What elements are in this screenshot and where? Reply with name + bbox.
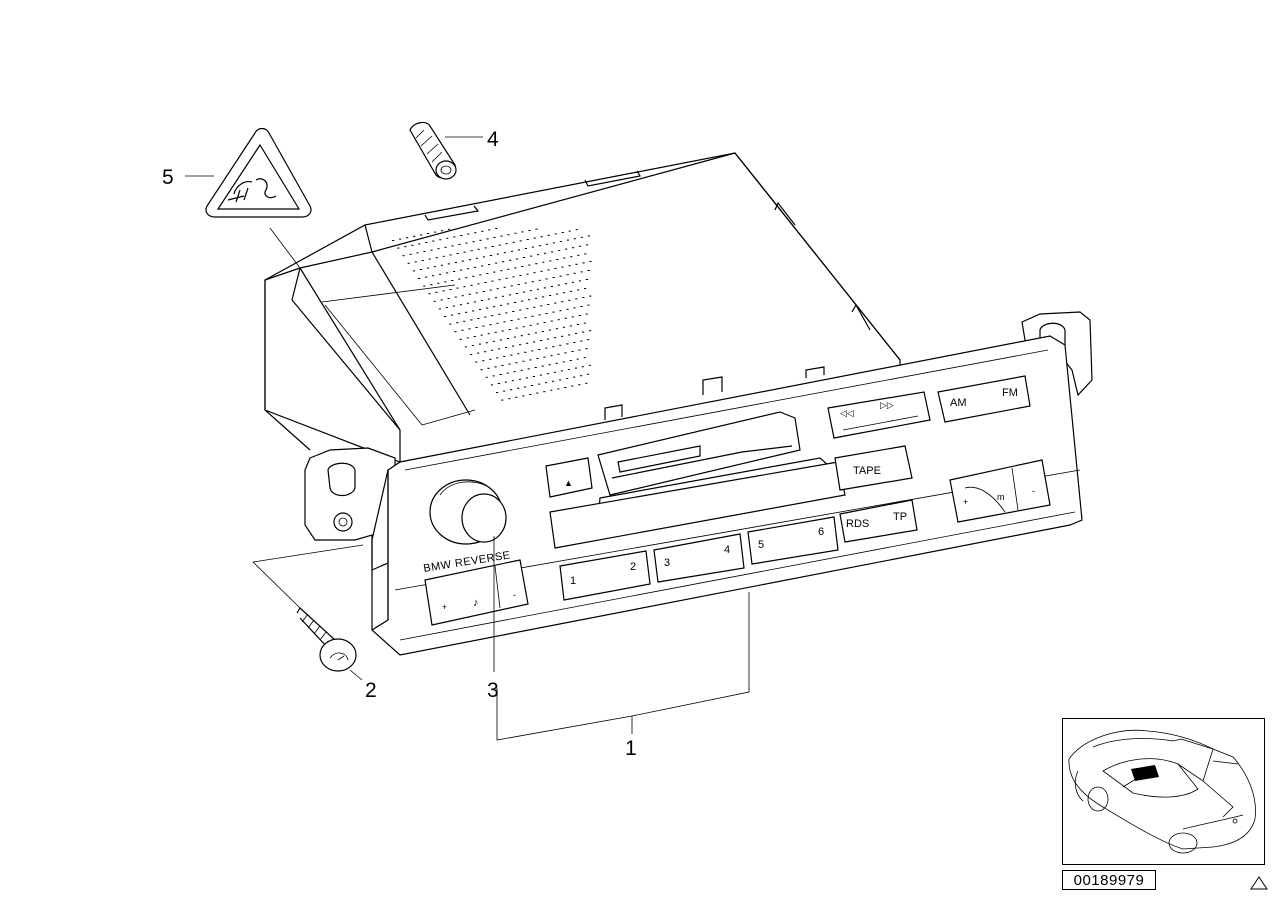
leader-lines: [185, 136, 750, 741]
rocker-plus-label: +: [963, 497, 968, 507]
preset-1-label: 1: [570, 575, 576, 587]
warning-label-part: [205, 127, 312, 218]
seek-buttons[interactable]: ◁◁ ▷▷: [827, 391, 931, 439]
fm-label: FM: [1002, 387, 1018, 399]
preset-button-5-6[interactable]: 5 6: [747, 516, 839, 565]
am-fm-button[interactable]: AM FM: [937, 375, 1031, 423]
tp-label: TP: [893, 511, 907, 523]
right-rocker-button[interactable]: + m -: [949, 459, 1051, 523]
volume-rocker-button[interactable]: + ♪ -: [424, 559, 529, 626]
plug-icon: [227, 178, 277, 203]
callout-3: 3: [487, 679, 499, 702]
callout-5: 5: [162, 166, 174, 189]
warning-triangle-icon: [1250, 876, 1268, 890]
callout-1: 1: [625, 737, 637, 760]
preset-2-label: 2: [630, 561, 636, 573]
preset-button-3-4[interactable]: 3 4: [653, 533, 745, 583]
volume-minus-label: -: [513, 590, 516, 600]
preset-3-label: 3: [664, 557, 670, 569]
preset-6-label: 6: [818, 526, 824, 538]
screw-part: [296, 607, 357, 672]
radio-housing: [264, 152, 901, 463]
tape-label: TAPE: [853, 465, 881, 477]
rocker-minus-label: -: [1032, 486, 1035, 496]
volume-plus-label: +: [442, 602, 447, 612]
rds-tp-button[interactable]: RDS TP: [839, 499, 918, 543]
diagram-number: 00189979: [1062, 870, 1156, 890]
am-label: AM: [950, 397, 967, 409]
tape-button[interactable]: TAPE: [834, 445, 913, 491]
vent-grid: [392, 228, 592, 401]
display-slot: [549, 457, 846, 549]
eject-button[interactable]: ▲: [545, 457, 593, 498]
eject-icon: ▲: [564, 478, 573, 488]
rds-label: RDS: [846, 518, 869, 530]
volume-knob[interactable]: [429, 479, 507, 545]
pin-part: [409, 121, 457, 180]
callout-4: 4: [487, 128, 499, 151]
rewind-icon: ◁◁: [840, 408, 854, 418]
preset-5-label: 5: [758, 539, 764, 551]
callout-2: 2: [365, 679, 377, 702]
fast-forward-icon: ▷▷: [880, 400, 894, 410]
preset-button-1-2[interactable]: 1 2: [559, 550, 651, 601]
preset-4-label: 4: [724, 544, 730, 556]
car-location-thumbnail: [1062, 718, 1265, 865]
cassette-slot: [597, 411, 801, 496]
music-note-icon: ♪: [473, 597, 479, 609]
rocker-m-label: m: [997, 492, 1005, 502]
car-outline-icon: [1068, 729, 1256, 854]
